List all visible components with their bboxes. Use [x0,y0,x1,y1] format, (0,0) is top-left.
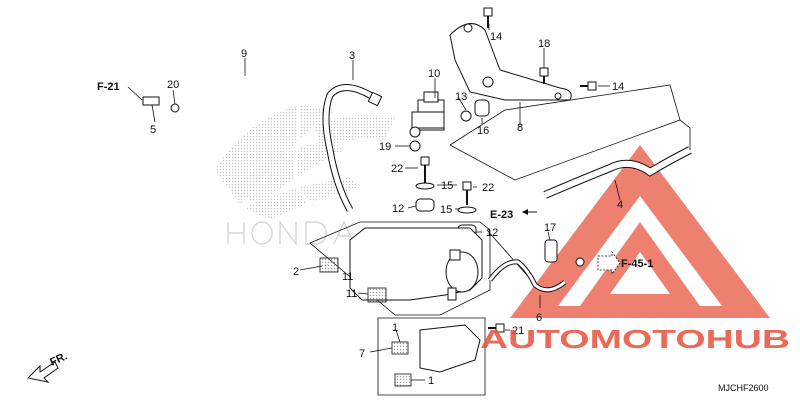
callout-7: 7 [359,348,365,360]
callout-1-upper: 1 [392,322,398,334]
washer-15-left [415,182,435,190]
bracket-8 [449,23,572,101]
evap-canister [349,227,483,301]
bracket-8-hole-a [463,23,473,33]
callout-15-lower: 15 [440,204,452,216]
hose-3-end [367,91,383,107]
bracket-8-hole-b [554,92,562,100]
hose-9-inner [177,76,313,207]
logo-text: AUTOMOTOHUB [480,324,790,354]
callout-10: 10 [428,68,440,80]
clip-17 [544,239,585,267]
joint-5 [142,96,160,106]
front-label: FR. [48,350,69,368]
hose-4-routing [449,84,691,181]
washer-15-right [457,206,477,214]
callout-11-upper: 11 [342,271,353,283]
automotohub-logo: AUTOMOTOHUB [480,324,790,354]
bracket-8-hole-c [482,76,494,88]
pad-11-lower [367,287,387,303]
callout-13: 13 [455,91,467,103]
leader-lines [127,24,621,381]
washer-19 [409,140,421,152]
callout-19: 19 [379,141,391,153]
hose-4-inner [543,147,692,198]
callout-12-left: 12 [392,203,404,215]
callout-12-right: 12 [486,227,498,239]
bolt-21 [488,323,505,333]
callout-22-right: 22 [482,182,494,194]
watermark-triangle [510,145,770,318]
ref-label-f21: F-21 [97,81,120,93]
ref-arrow-f451 [597,250,621,276]
callout-16: 16 [477,125,489,137]
bolt-18 [539,67,549,84]
callout-14-upper: 14 [490,31,502,43]
callout-20: 20 [167,79,179,91]
callout-2: 2 [293,266,299,278]
callout-8: 8 [517,122,523,134]
bolt-14-upper [483,7,493,28]
bolt-22-left [420,156,430,185]
callout-5: 5 [150,124,156,136]
brand-wing-watermark [215,105,395,247]
ref-label-e23: E-23 [490,209,513,221]
grommet-12-left [415,198,435,212]
callout-1-lower: 1 [428,375,434,387]
bolt-14-right [580,81,597,91]
callout-18: 18 [538,38,550,50]
callout-3: 3 [349,50,355,62]
ref-label-f451: F-45-1 [621,258,653,270]
pad-11-upper [319,257,339,273]
clip-20 [170,103,180,113]
canister-bracket [391,324,481,387]
callout-6: 6 [536,312,542,324]
ref-arrow-e23 [522,209,537,215]
callout-15-upper: 15 [441,180,453,192]
bolt-22-right [462,181,472,205]
purge-control-valve [409,91,445,138]
figure-code: MJCHF2600 [718,383,769,393]
hose-3-inner [323,85,380,212]
callout-22-left: 22 [391,163,403,175]
front-arrow: FR. [26,350,69,383]
callout-9: 9 [241,48,247,60]
grommet-16 [474,99,490,117]
callout-14-right: 14 [612,81,624,93]
tube-6-inner [488,260,566,292]
callout-11-lower: 11 [346,288,357,300]
callout-21: 21 [512,325,524,337]
callout-4: 4 [617,199,623,211]
brand-ghost-letters [227,219,355,247]
callout-17: 17 [544,222,556,234]
grommet-13 [460,110,472,122]
